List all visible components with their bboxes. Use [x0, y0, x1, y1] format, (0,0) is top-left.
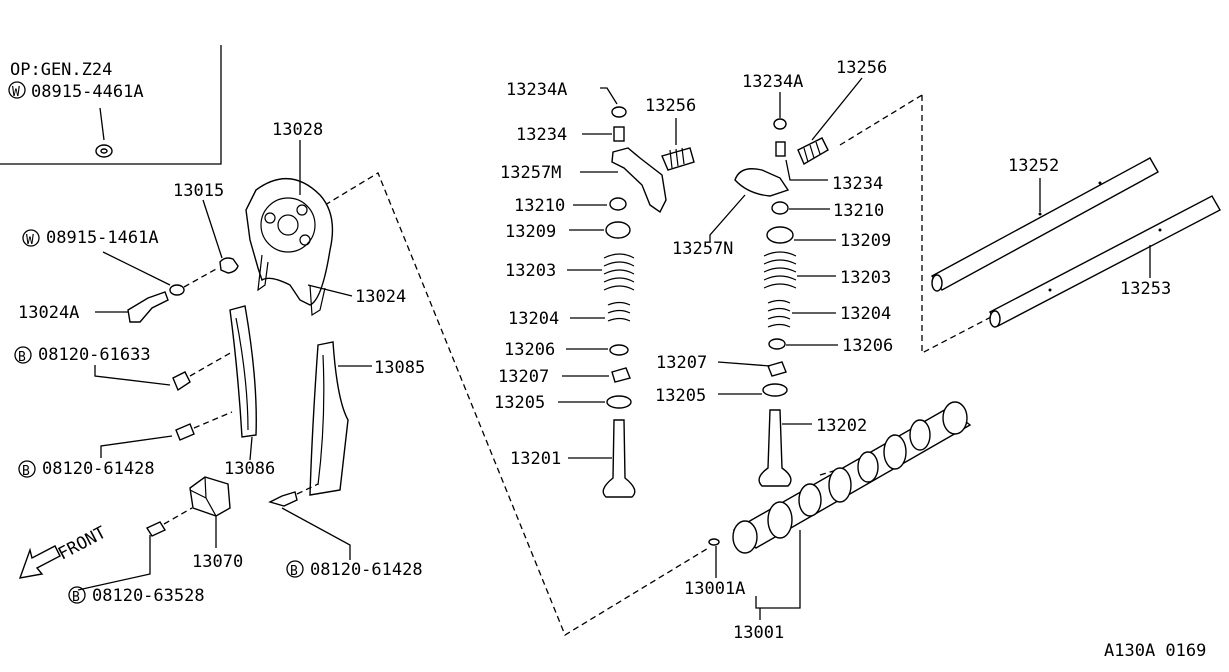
label-13210-left: 13210	[514, 196, 565, 216]
label-13206-right: 13206	[842, 336, 893, 356]
bolt-08120-63528	[145, 521, 167, 537]
label-13210-right: 13210	[833, 201, 884, 221]
label-13015: 13015	[173, 181, 224, 201]
sprocket-13028	[245, 177, 334, 317]
label-13085: 13085	[374, 358, 425, 378]
rocker-shaft-13253	[989, 195, 1221, 328]
washer-08915-1461A	[169, 284, 185, 296]
label-13206-left: 13206	[504, 340, 555, 360]
label-08915-1461A: 08915-1461A	[46, 228, 159, 248]
bolt-13024A	[127, 291, 169, 323]
label-13234A-right: 13234A	[742, 72, 803, 92]
label-13207-right: 13207	[656, 353, 707, 373]
label-13205-left: 13205	[494, 393, 545, 413]
washer-13015	[219, 257, 239, 274]
tensioner-13085	[309, 341, 349, 496]
label-08120-61428-a: 08120-61428	[42, 459, 155, 479]
svg-text:W: W	[26, 233, 34, 248]
front-label: FRONT	[55, 523, 110, 565]
label-13202: 13202	[816, 416, 867, 436]
label-13203-left: 13203	[505, 261, 556, 281]
svg-text:B: B	[72, 590, 80, 605]
label-13209-left: 13209	[505, 222, 556, 242]
chain-guide-13086	[229, 305, 257, 438]
svg-text:B: B	[290, 564, 298, 579]
label-13028: 13028	[272, 120, 323, 140]
label-13209-right: 13209	[840, 231, 891, 251]
valve-stack-left	[602, 106, 695, 498]
inset-title: OP:GEN.Z24	[10, 60, 112, 80]
bolt-08120-61633	[172, 371, 191, 392]
label-13234-right: 13234	[832, 174, 883, 194]
label-13024A: 13024A	[18, 303, 79, 323]
label-13024: 13024	[355, 287, 406, 307]
valve-stack-right	[734, 118, 829, 487]
bolt-08120-61428-a	[175, 423, 195, 441]
label-13256-left: 13256	[645, 96, 696, 116]
engine-outline	[324, 94, 1086, 636]
label-13205-right: 13205	[655, 386, 706, 406]
inset-washer-part: 08915-4461A	[31, 82, 144, 102]
label-08120-61633: 08120-61633	[38, 345, 151, 365]
inset-washer-prefix: W	[12, 85, 20, 100]
label-13204-right: 13204	[840, 304, 891, 324]
label-13256-right: 13256	[836, 58, 887, 78]
label-13234-left: 13234	[516, 125, 567, 145]
tensioner-body-13070	[189, 476, 231, 517]
label-13257M: 13257M	[500, 163, 561, 183]
label-13086: 13086	[224, 459, 275, 479]
label-13204-left: 13204	[508, 309, 559, 329]
label-13203-right: 13203	[840, 268, 891, 288]
label-13207-left: 13207	[498, 367, 549, 387]
label-13001: 13001	[733, 623, 784, 643]
camshaft-13001	[708, 401, 972, 554]
svg-text:B: B	[18, 350, 26, 365]
front-arrow-icon	[18, 545, 61, 579]
label-13257N: 13257N	[672, 239, 733, 259]
label-08120-63528: 08120-63528	[92, 586, 205, 606]
inset-box: OP:GEN.Z24 W 08915-4461A	[0, 45, 222, 165]
label-13253: 13253	[1120, 279, 1171, 299]
label-13234A-left: 13234A	[506, 80, 567, 100]
svg-text:B: B	[22, 464, 30, 479]
figure-code: A130A 0169	[1104, 641, 1206, 661]
label-13070: 13070	[192, 552, 243, 572]
label-13252: 13252	[1008, 156, 1059, 176]
rocker-shaft-13252	[930, 157, 1159, 292]
bolt-08120-61428-b	[268, 491, 298, 507]
label-08120-61428-b: 08120-61428	[310, 560, 423, 580]
label-13201: 13201	[510, 449, 561, 469]
label-13001A: 13001A	[684, 579, 745, 599]
